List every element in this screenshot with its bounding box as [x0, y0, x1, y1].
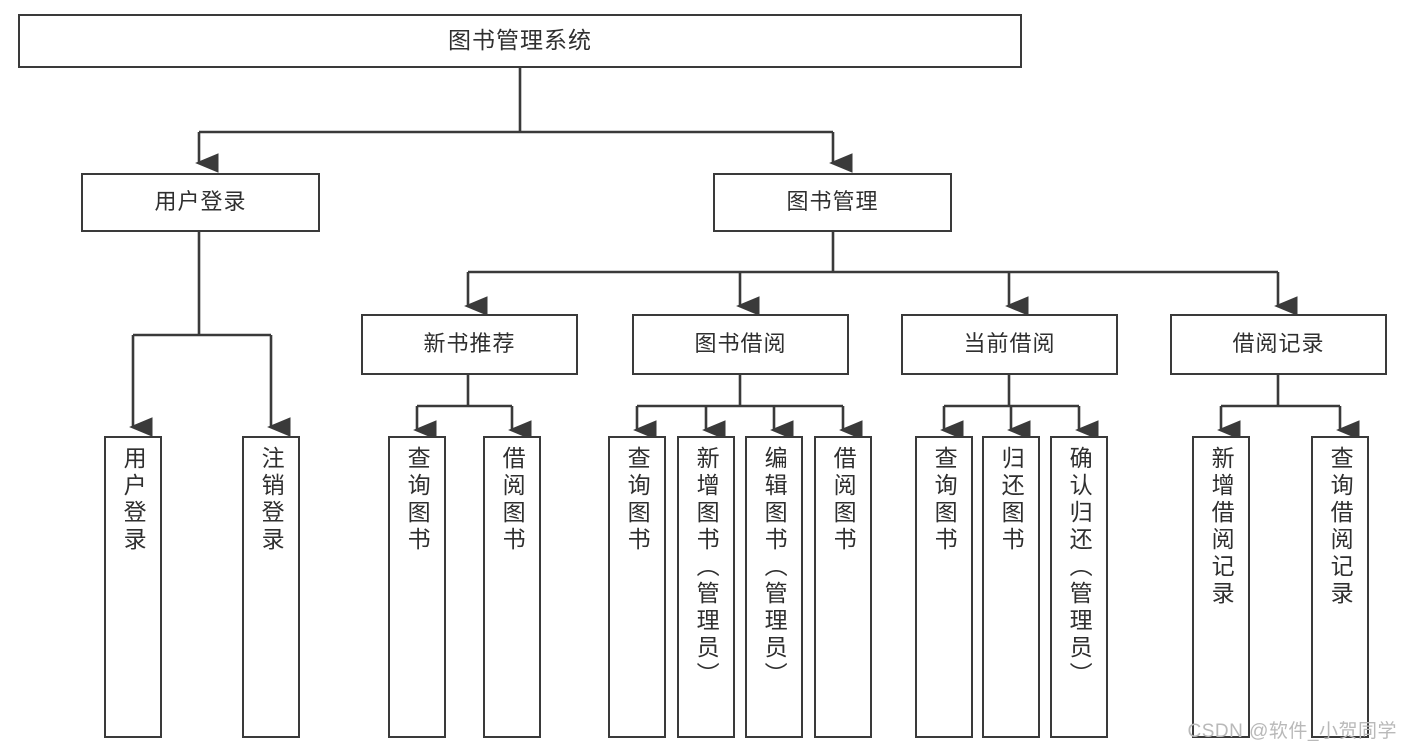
- node-new-book-recommend[interactable]: 新书推荐: [361, 314, 578, 375]
- node-label: 图书管理: [786, 189, 879, 215]
- node-label: 用户登录: [154, 189, 247, 215]
- leaf-new-book-query[interactable]: 查询图书: [388, 436, 446, 738]
- leaf-label: 查询图书: [404, 446, 431, 554]
- node-book-management[interactable]: 图书管理: [713, 173, 952, 232]
- leaf-user-login-login[interactable]: 用户登录: [104, 436, 162, 738]
- leaf-label: 查询图书: [931, 446, 958, 554]
- node-label: 图书管理系统: [448, 27, 592, 54]
- node-root-system[interactable]: 图书管理系统: [18, 14, 1022, 68]
- leaf-label: 查询图书: [624, 446, 651, 554]
- leaf-new-book-borrow[interactable]: 借阅图书: [483, 436, 541, 738]
- node-label: 借阅记录: [1232, 331, 1325, 357]
- leaf-label: 新增借阅记录: [1208, 446, 1235, 608]
- leaf-label: 查询借阅记录: [1327, 446, 1354, 608]
- leaf-label: 归还图书: [998, 446, 1025, 554]
- leaf-borrow-record-add[interactable]: 新增借阅记录: [1192, 436, 1250, 738]
- watermark-text: CSDN @软件_小贺同学: [1187, 721, 1397, 742]
- leaf-current-borrow-query[interactable]: 查询图书: [915, 436, 973, 738]
- node-label: 新书推荐: [423, 331, 516, 357]
- leaf-borrow-record-query[interactable]: 查询借阅记录: [1311, 436, 1369, 738]
- leaf-label: 新增图书（管理员）: [693, 446, 720, 689]
- node-current-borrow[interactable]: 当前借阅: [901, 314, 1118, 375]
- leaf-label: 借阅图书: [830, 446, 857, 554]
- leaf-label: 用户登录: [120, 446, 147, 554]
- leaf-book-borrow-add[interactable]: 新增图书（管理员）: [677, 436, 735, 738]
- leaf-current-borrow-return[interactable]: 归还图书: [982, 436, 1040, 738]
- leaf-label: 确认归还（管理员）: [1066, 446, 1093, 689]
- node-label: 当前借阅: [963, 331, 1056, 357]
- leaf-book-borrow-edit[interactable]: 编辑图书（管理员）: [745, 436, 803, 738]
- node-label: 图书借阅: [694, 331, 787, 357]
- leaf-label: 借阅图书: [499, 446, 526, 554]
- leaf-book-borrow-query[interactable]: 查询图书: [608, 436, 666, 738]
- node-borrow-record[interactable]: 借阅记录: [1170, 314, 1387, 375]
- leaf-label: 编辑图书（管理员）: [761, 446, 788, 689]
- leaf-user-login-logout[interactable]: 注销登录: [242, 436, 300, 738]
- leaf-label: 注销登录: [258, 446, 285, 554]
- leaf-book-borrow-borrow[interactable]: 借阅图书: [814, 436, 872, 738]
- node-user-login[interactable]: 用户登录: [81, 173, 320, 232]
- leaf-current-borrow-confirm-return[interactable]: 确认归还（管理员）: [1050, 436, 1108, 738]
- node-book-borrow[interactable]: 图书借阅: [632, 314, 849, 375]
